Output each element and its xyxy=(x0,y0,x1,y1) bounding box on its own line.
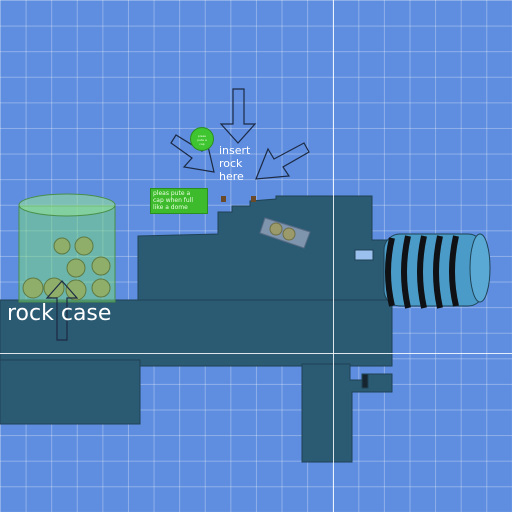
down-right-arrow-icon xyxy=(170,134,215,173)
rock xyxy=(91,278,111,298)
lower-left-block xyxy=(0,359,141,425)
rock xyxy=(65,279,87,301)
grid-guide-horizontal xyxy=(0,353,512,354)
coil-ring xyxy=(433,235,443,309)
coil-barrel xyxy=(383,233,491,309)
insert-rock-label: insert rock here xyxy=(219,144,251,183)
cap-sticker: pleas pute a cap xyxy=(190,127,214,151)
trigger xyxy=(361,373,369,389)
rock xyxy=(43,277,65,299)
rock xyxy=(53,237,71,255)
bolt-left xyxy=(221,196,226,202)
cap-note: pleas pute a cap when full like a dome xyxy=(150,188,208,214)
down-arrow-icon xyxy=(219,88,257,144)
rock-machine-body xyxy=(0,195,393,463)
grid-guide-vertical xyxy=(333,0,334,512)
rock xyxy=(282,227,296,241)
rock xyxy=(22,277,44,299)
side-notch xyxy=(354,249,374,261)
coil-ring xyxy=(385,237,395,307)
base-bar xyxy=(0,299,393,367)
rock xyxy=(91,256,111,276)
coil-ring xyxy=(417,235,427,309)
loading-window xyxy=(259,217,311,249)
rock xyxy=(66,258,86,278)
rock-case-label: rock case xyxy=(7,301,112,326)
rock-case xyxy=(18,193,116,303)
coil-ring xyxy=(449,235,459,307)
coil-ring xyxy=(401,235,411,309)
rock xyxy=(269,222,283,236)
bolt-right xyxy=(251,196,256,202)
up-arrow-icon xyxy=(45,280,79,341)
barrel-mouth xyxy=(469,233,491,303)
case-rim xyxy=(18,193,116,217)
rock xyxy=(74,236,94,256)
handle-grip xyxy=(301,363,393,463)
down-left-arrow-icon xyxy=(255,142,310,180)
